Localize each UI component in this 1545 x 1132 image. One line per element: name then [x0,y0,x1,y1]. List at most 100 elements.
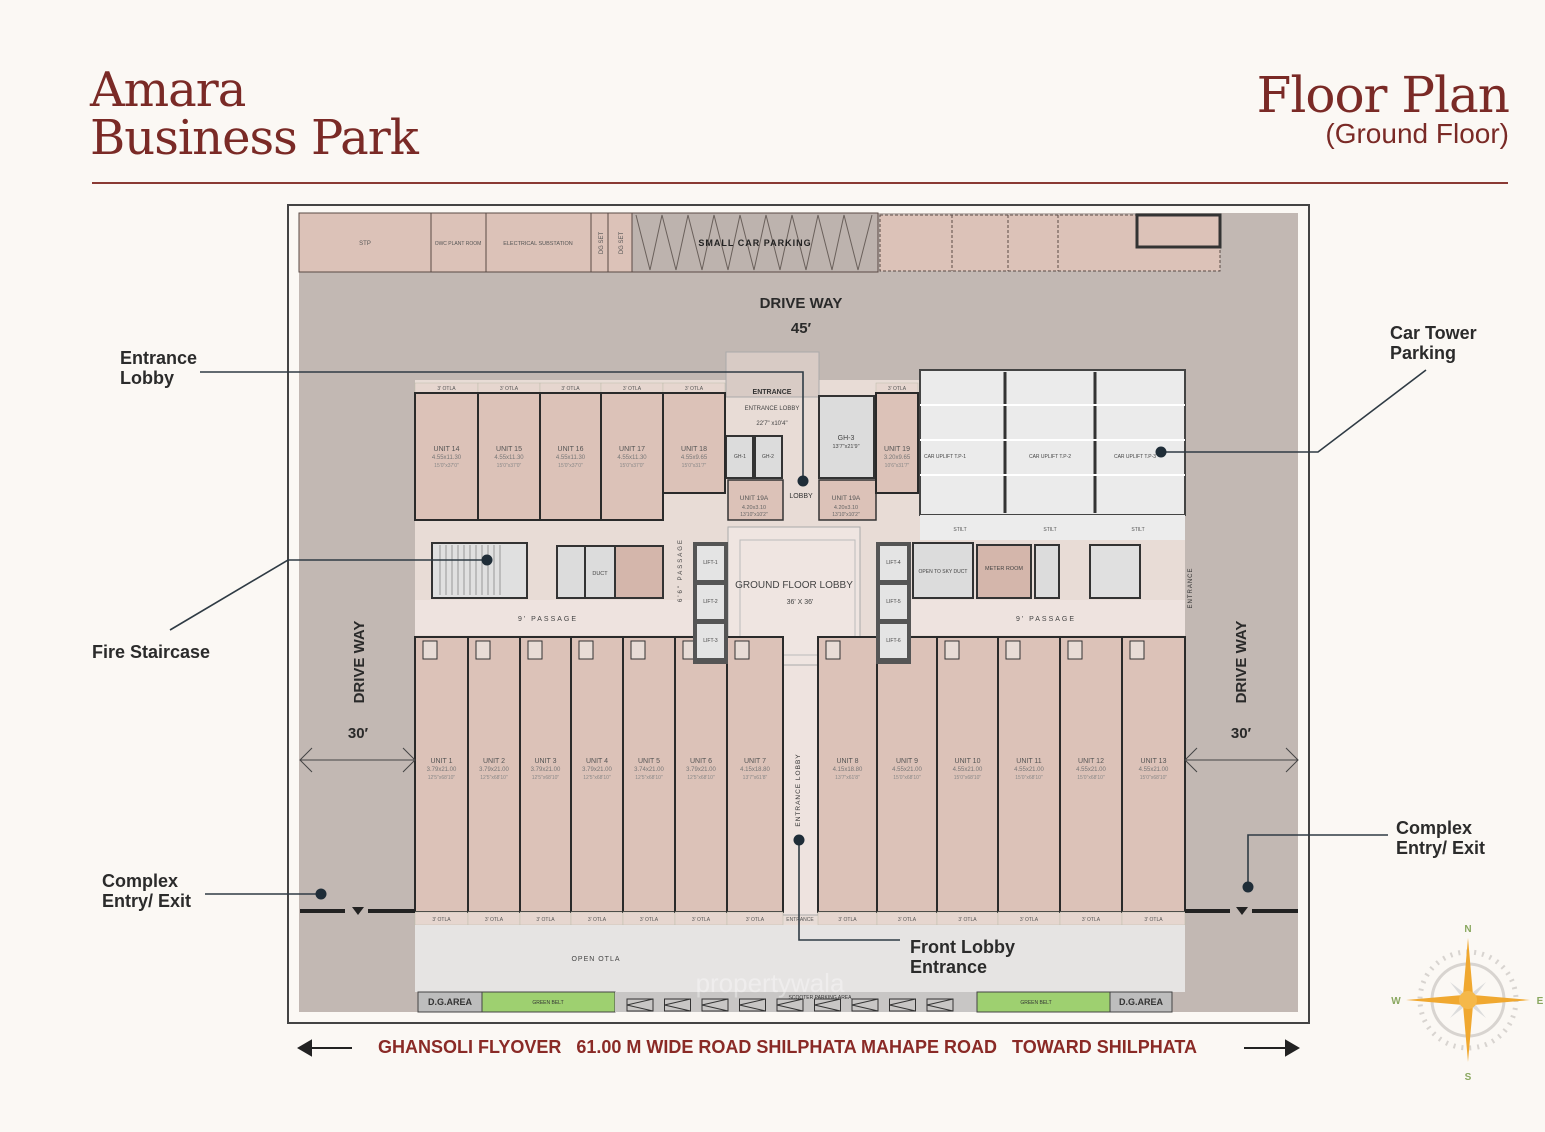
driveway-right-label: DRIVE WAY [1233,621,1250,704]
toilet [825,640,841,660]
scooter-parking [615,992,977,1012]
toilet [1129,640,1145,660]
driveway-right-width: 30′ [1231,725,1252,742]
otla-label: 3' OTLA [958,917,977,923]
car-tower-dot [1155,446,1167,458]
unit-ft-text: 12'5"x68'10" [480,775,508,781]
toilet [422,640,438,660]
toilet [527,640,543,660]
unit-name-text: UNIT 15 [496,446,522,453]
entrance-lobby-bottom-label: ENTRANCE LOBBY [795,753,802,826]
electrical-substation [485,212,592,273]
scooter-parking-label: SCOOTER PARKING AREA [789,995,853,1001]
ground-lobby-dims: 36' X 36' [787,599,814,606]
stilt-label: STILT [1043,527,1056,533]
scooter-bay-mark [851,998,879,1012]
scooter-bay-mark [889,998,916,1012]
watermark: propertywala [696,968,845,998]
unit-m-text: 3.79x21.00 [531,767,561,773]
toilet [734,640,750,660]
otla-label: 3' OTLA [437,386,456,392]
lift-label: LIFT-4 [886,560,901,566]
gh3 [818,395,875,479]
unit-name-text: UNIT 12 [1078,758,1104,765]
entry-left-dot [315,888,327,900]
otla-label: 3' OTLA [536,917,555,923]
unit-19a-label: UNIT 19A [740,495,769,502]
compass-n: N [1464,924,1471,935]
lift-label: LIFT-5 [886,599,901,605]
car-uplift-1: CAR UPLIFT T.P-1 [924,454,966,460]
entrance-lobby-corridor [782,664,819,916]
gh1-label: GH-1 [734,454,746,460]
passage-right [911,600,1185,635]
fire-staircase-dot [481,554,493,566]
unit-name-text: UNIT 13 [1141,758,1167,765]
unit-m-text: 3.74x21.00 [634,767,664,773]
unit-name-text: UNIT 17 [619,446,645,453]
unit-area [726,636,784,913]
otla-label: 3' OTLA [623,386,642,392]
stilt-label: STILT [1131,527,1144,533]
driveway-left-width: 30′ [348,725,369,742]
callout-front-lobby: Front Lobby Entrance [910,937,1015,977]
otla-label: 3' OTLA [588,917,607,923]
stp-room [298,212,432,273]
open-otla-label: OPEN OTLA [571,956,620,963]
unit-ft-text: 15'0"x37'0" [620,463,645,469]
unit-area [477,392,541,521]
unit-name-text: UNIT 6 [690,758,712,765]
lift-label: LIFT-6 [886,638,901,644]
green-belt-left-label: GREEN BELT [532,1000,563,1006]
stp-label: STP [359,241,371,247]
unit-ft-text: 13'7"x61'8" [743,775,768,781]
duct-label: DUCT [592,571,608,577]
scooter-bays [626,998,954,1012]
small-car-parking-label: SMALL CAR PARKING [698,238,811,248]
duct [584,545,616,599]
unit-area [570,636,624,913]
otla-label: 3' OTLA [685,386,704,392]
lift-label: LIFT-3 [703,638,718,644]
compass-s: S [1465,1072,1472,1083]
unit-m-text: 4.55x21.00 [953,767,983,773]
bottom-entrance-label: ENTRANCE [786,917,814,923]
unit-ft-text: 15'0"x68'10" [954,775,982,781]
otla-label: 3' OTLA [888,386,907,392]
gh2-label: GH-2 [762,454,774,460]
meter-room [976,544,1032,599]
toilet [1067,640,1083,660]
toilet [630,640,646,660]
unit-m-text: 4.55x11.30 [432,455,462,461]
car-tower [919,369,1186,516]
otla-label: 3' OTLA [1082,917,1101,923]
scooter-bay-mark [626,998,654,1012]
unit-name-text: UNIT 3 [534,758,556,765]
scooter-bay-mark [926,998,954,1012]
otla-label: 3' OTLA [1144,917,1163,923]
entry-right-dot [1242,881,1254,893]
unit-ft-text: 15'0"x68'10" [1140,775,1168,781]
meter-room-left [614,545,664,599]
open-to-sky [912,542,974,599]
unit-ft-text: 15'0"x37'0" [497,463,522,469]
